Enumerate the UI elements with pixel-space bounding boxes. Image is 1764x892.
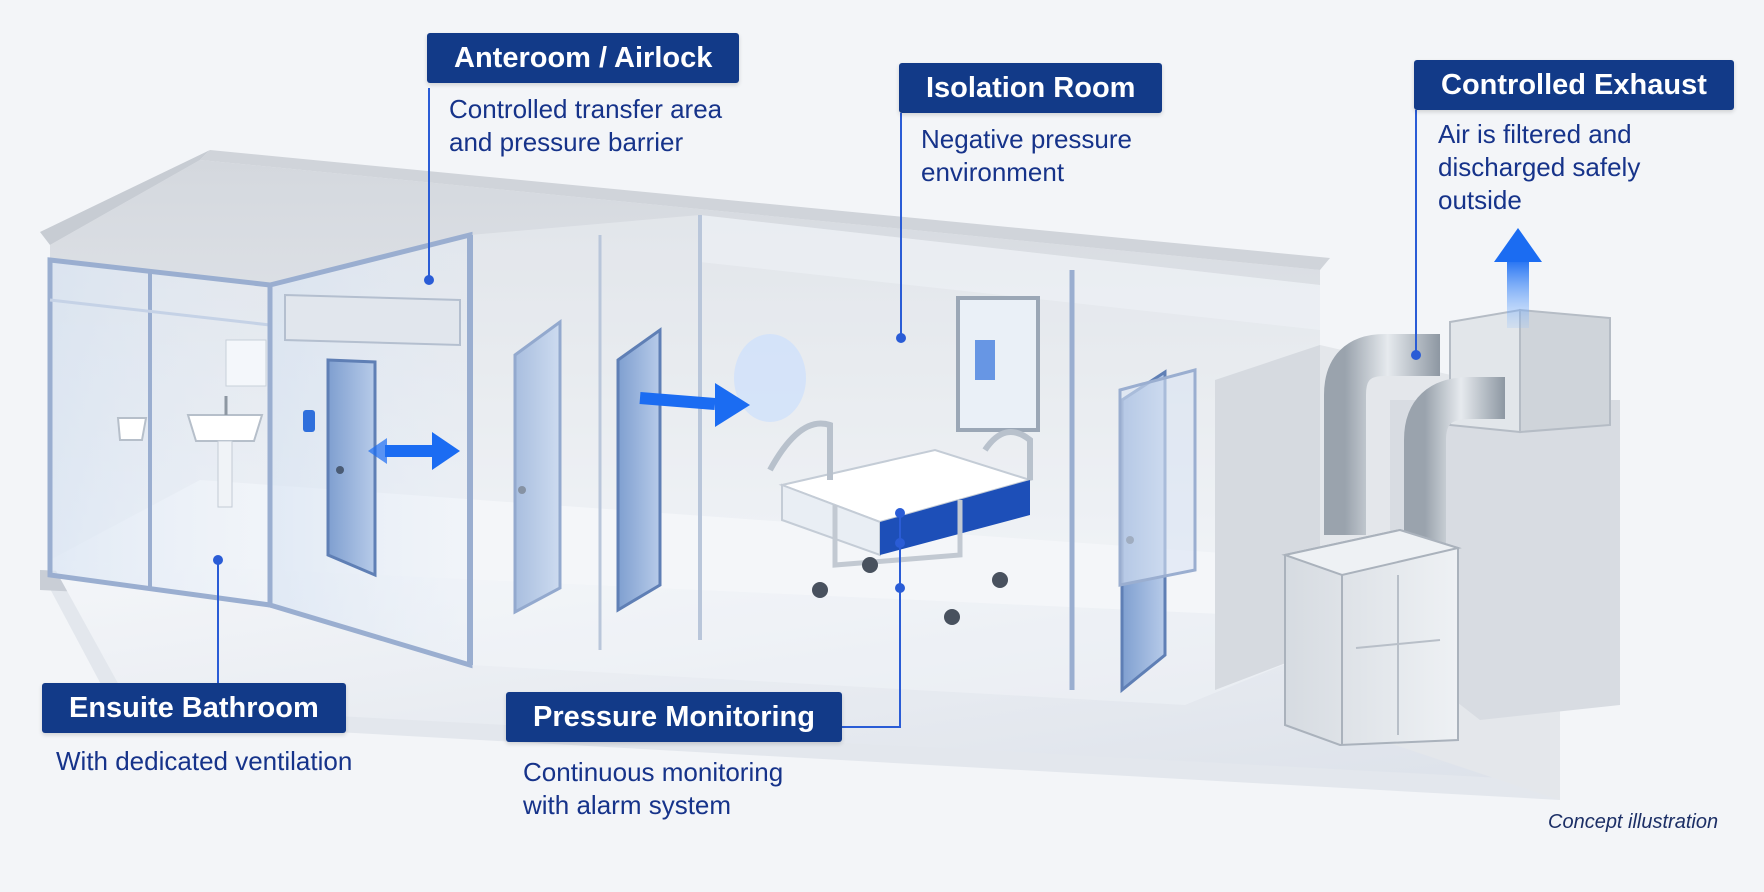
isolation-room-description: Negative pressure environment [921, 124, 1132, 187]
airflow-arrow-icon [368, 432, 460, 470]
isolation-room-label: Isolation Room [899, 63, 1163, 113]
door-icon [326, 358, 377, 578]
door-icon [513, 319, 562, 615]
exhaust-unit-icon [1281, 528, 1462, 747]
ensuite-bathroom-label: Ensuite Bathroom [42, 683, 346, 733]
isolation-room [467, 215, 1320, 705]
callout-controlled-exhaust: Controlled Exhaust Air is filtered and d… [1414, 60, 1734, 217]
ensuite-bathroom-room [47, 257, 273, 608]
leader-lines [213, 88, 1421, 728]
anteroom-description: Controlled transfer area and pressure ba… [449, 94, 723, 157]
callout-ensuite-bathroom: Ensuite Bathroom With dedicated ventilat… [42, 683, 352, 778]
controlled-exhaust-label: Controlled Exhaust [1414, 60, 1734, 110]
callout-anteroom: Anteroom / Airlock Controlled transfer a… [427, 33, 740, 159]
hospital-bed-icon [767, 420, 1034, 625]
door-icon [616, 327, 662, 613]
airflow-arrow-icon [639, 334, 806, 427]
concept-illustration-note: Concept illustration [1548, 811, 1719, 833]
anteroom-label: Anteroom / Airlock [427, 33, 740, 83]
callout-isolation-room: Isolation Room Negative pressure environ… [899, 63, 1163, 189]
sink-icon [116, 339, 267, 508]
pressure-monitoring-description: Continuous monitoring with alarm system [523, 757, 784, 820]
callout-pressure-monitoring: Pressure Monitoring Continuous monitorin… [506, 692, 842, 822]
exhaust-up-arrow-icon [1494, 228, 1542, 328]
duct-icon [1324, 334, 1505, 545]
ensuite-bathroom-description: With dedicated ventilation [56, 746, 353, 776]
controlled-exhaust-description: Air is filtered and discharged safely ou… [1438, 119, 1641, 215]
pressure-monitoring-label: Pressure Monitoring [506, 692, 842, 742]
